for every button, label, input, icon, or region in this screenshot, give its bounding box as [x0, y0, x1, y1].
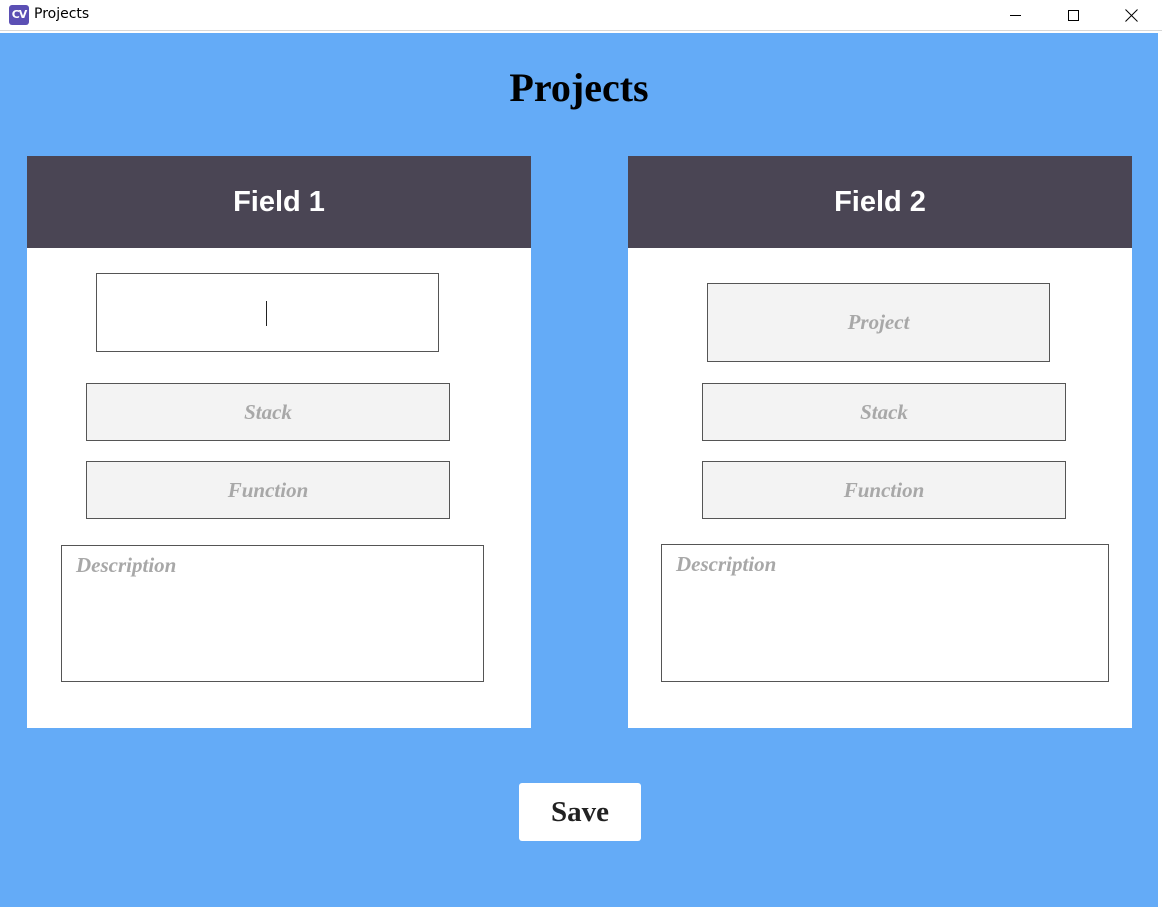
window-title: Projects	[34, 6, 90, 22]
save-button[interactable]: Save	[519, 783, 641, 841]
text-cursor	[266, 301, 267, 326]
description-textarea[interactable]	[61, 545, 484, 682]
card-header: Field 2	[628, 156, 1132, 248]
project-input[interactable]	[96, 273, 439, 352]
close-button[interactable]	[1102, 0, 1160, 31]
stack-input[interactable]	[86, 383, 450, 441]
card-field-2: Field 2	[628, 156, 1132, 728]
minimize-icon	[1009, 15, 1021, 16]
card-field-1: Field 1	[27, 156, 531, 728]
function-input[interactable]	[86, 461, 450, 519]
maximize-button[interactable]	[1044, 0, 1102, 31]
project-input[interactable]	[707, 283, 1050, 362]
function-input[interactable]	[702, 461, 1066, 519]
description-textarea[interactable]	[661, 544, 1109, 682]
title-bar: CV Projects	[0, 0, 1162, 31]
window-content: Projects Field 1 Field 2 Save	[0, 33, 1158, 907]
maximize-icon	[1067, 10, 1079, 21]
stack-input[interactable]	[702, 383, 1066, 441]
minimize-button[interactable]	[986, 0, 1044, 31]
page-title: Projects	[509, 65, 649, 110]
app-logo-icon: CV	[9, 5, 29, 25]
close-icon	[1125, 9, 1138, 22]
card-header: Field 1	[27, 156, 531, 248]
